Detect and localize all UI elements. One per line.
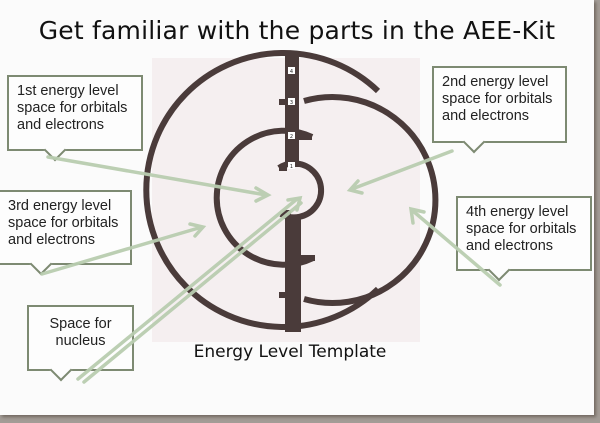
callout-line: and electrons [466, 238, 554, 254]
arrow-level-1 [46, 155, 268, 197]
energy-level-template-diagram: 4 3 2 1 [143, 50, 439, 332]
callout-line: and electrons [442, 108, 530, 124]
callout-line: 2nd energy level [442, 74, 549, 90]
callout-line: space for orbitals [466, 221, 577, 237]
arrow-level-2 [350, 149, 454, 191]
arrow-level-3 [40, 225, 204, 276]
arrow-nucleus [76, 197, 299, 381]
level-label-4: 4 [290, 69, 293, 75]
ring-2 [213, 127, 315, 268]
arrow-level-4 [411, 209, 502, 287]
level-label-2: 2 [290, 134, 293, 140]
callout-line: and electrons [17, 117, 105, 133]
arrow-layer [40, 149, 502, 384]
callout-line: 1st energy level [17, 83, 119, 99]
callout-line: and electrons [8, 232, 96, 248]
level-label-3: 3 [290, 100, 293, 106]
callout-level-2: 2nd energy level space for orbitals and … [432, 66, 567, 154]
template-caption: Energy Level Template [193, 342, 387, 362]
callout-nucleus: Space for nucleus [27, 305, 134, 382]
callout-line: nucleus [55, 333, 106, 349]
callout-line: Space for [49, 316, 112, 332]
callout-line: 3rd energy level [8, 198, 112, 214]
callout-level-3: 3rd energy level space for orbitals and … [0, 190, 132, 276]
callout-line: space for orbitals [442, 91, 553, 107]
callout-line: 4th energy level [466, 204, 569, 220]
callout-line: space for orbitals [17, 100, 128, 116]
callout-level-1: 1st energy level space for orbitals and … [7, 75, 143, 162]
slide-title: Get familiar with the parts in the AEE-K… [38, 16, 556, 45]
ring-3 [303, 94, 439, 306]
callout-line: space for orbitals [8, 215, 119, 231]
slide: Get familiar with the parts in the AEE-K… [0, 0, 594, 415]
callout-level-4: 4th energy level space for orbitals and … [456, 196, 592, 282]
level-label-1: 1 [290, 164, 293, 170]
